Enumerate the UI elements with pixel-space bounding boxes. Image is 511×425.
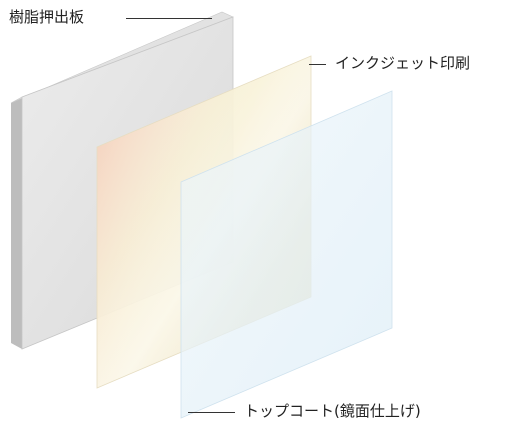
leader-resin-board	[126, 18, 212, 19]
label-inkjet: インクジェット印刷	[335, 54, 471, 72]
resin-board-side	[11, 97, 22, 349]
leader-topcoat	[188, 412, 235, 413]
label-resin-board: 樹脂押出板	[9, 8, 85, 26]
leader-inkjet	[309, 64, 326, 65]
topcoat-layer	[180, 90, 393, 419]
label-topcoat: トップコート(鏡面仕上げ)	[244, 402, 421, 420]
